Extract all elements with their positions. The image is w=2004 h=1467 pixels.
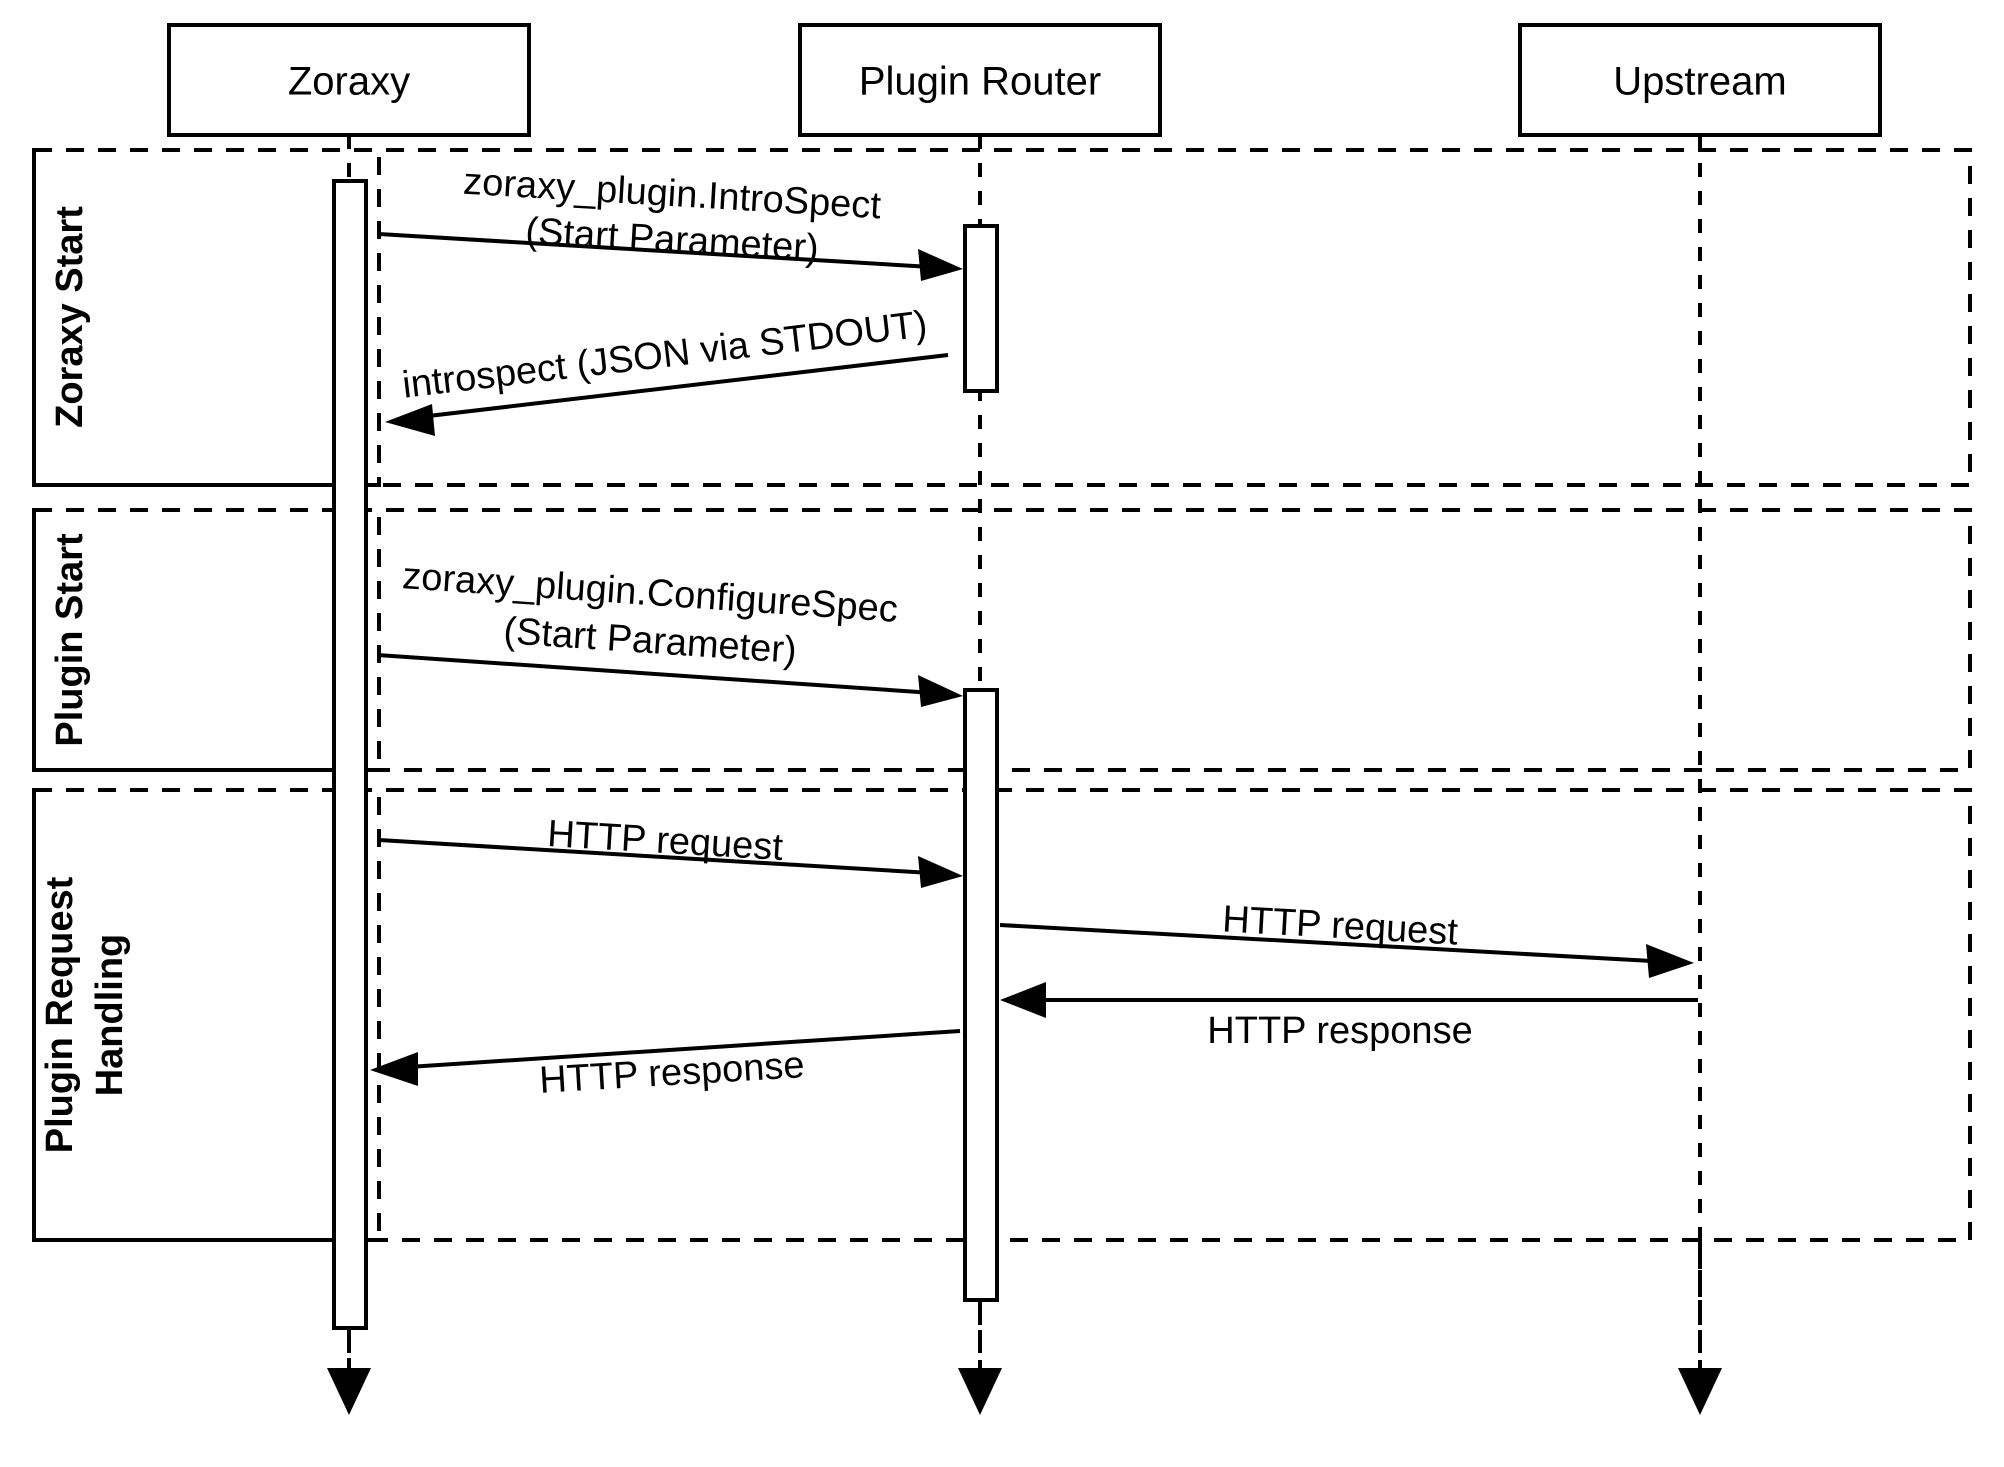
- fragment-zoraxy-start-label-cell: [32, 148, 381, 487]
- message-label-http-response-from-upstream: HTTP response: [1207, 1010, 1472, 1052]
- participant-box-plugin-router[interactable]: [798, 23, 1162, 137]
- arrowhead-left-http-response-from-upstream: [1000, 982, 1046, 1018]
- participant-boxes-group: Zoraxy Plugin Router Upstream: [167, 23, 1882, 137]
- participant-zoraxy[interactable]: Zoraxy: [167, 23, 531, 137]
- lifeline-terminators-group: [327, 1240, 1722, 1415]
- message-http-request-to-upstream[interactable]: HTTP request: [999, 898, 1694, 978]
- arrowhead-right-introspect-request: [918, 249, 963, 281]
- activation-bar-plugin-router-serving: [963, 688, 999, 1302]
- participant-box-zoraxy[interactable]: [167, 23, 531, 137]
- arrowhead-left-http-response-to-zoraxy: [370, 1052, 418, 1086]
- fragment-zoraxy-start: [32, 148, 1972, 487]
- arrowhead-right-configurespec-request: [918, 675, 963, 707]
- fragment-label-plugin-request-handling-line2: Handling: [89, 934, 131, 1097]
- fragments-group: Zoraxy Start Plugin Start Plugin Request…: [32, 148, 1972, 1242]
- arrowhead-left-introspect-response: [385, 404, 435, 436]
- fragment-label-plugin-start: Plugin Start: [49, 533, 91, 747]
- message-line-introspect-request: [377, 232, 949, 270]
- message-configurespec-request[interactable]: zoraxy_plugin.ConfigureSpec (Start Param…: [377, 555, 963, 707]
- message-line-http-request-to-upstream: [999, 923, 1671, 964]
- terminator-arrowhead-plugin-router: [958, 1368, 1002, 1415]
- participant-plugin-router[interactable]: Plugin Router: [798, 23, 1162, 137]
- fragment-label-zoraxy-start: Zoraxy Start: [49, 206, 91, 428]
- lifelines-group: [347, 135, 1702, 1360]
- message-line-http-response-to-zoraxy: [392, 1029, 961, 1070]
- message-line-introspect-response: [402, 353, 949, 421]
- message-label-introspect-request-line1: zoraxy_plugin.IntroSpect: [462, 161, 882, 228]
- fragment-label-plugin-request-handling-line1: Plugin Request: [39, 876, 81, 1153]
- fragment-plugin-request-handling-label-cell: [32, 788, 381, 1242]
- fragment-plugin-request-handling: [32, 788, 1972, 1242]
- arrowhead-right-http-request-to-plugin: [918, 856, 963, 888]
- message-introspect-response[interactable]: introspect (JSON via STDOUT): [385, 303, 949, 436]
- message-line-http-request-to-plugin: [377, 838, 949, 876]
- participant-label-zoraxy: Zoraxy: [288, 60, 410, 104]
- message-line-configurespec-request: [377, 653, 949, 696]
- message-http-request-to-plugin[interactable]: HTTP request: [377, 813, 963, 888]
- message-http-response-from-upstream[interactable]: HTTP response: [1000, 982, 1698, 1052]
- terminator-arrowhead-zoraxy: [327, 1368, 371, 1415]
- message-label-http-request-to-upstream: HTTP request: [1221, 898, 1459, 953]
- activation-bars-group: [332, 179, 999, 1330]
- message-introspect-request[interactable]: zoraxy_plugin.IntroSpect (Start Paramete…: [377, 161, 963, 281]
- fragment-plugin-start: [32, 508, 1972, 772]
- participant-label-plugin-router: Plugin Router: [859, 60, 1101, 104]
- message-http-response-to-zoraxy[interactable]: HTTP response: [370, 1029, 961, 1102]
- terminator-arrowhead-upstream: [1678, 1368, 1722, 1415]
- participant-box-upstream[interactable]: [1518, 23, 1882, 137]
- message-label-http-response-to-zoraxy: HTTP response: [538, 1044, 805, 1102]
- arrowhead-right-http-request-to-upstream: [1646, 944, 1694, 978]
- message-label-http-request-to-plugin: HTTP request: [546, 813, 784, 869]
- participant-upstream[interactable]: Upstream: [1518, 23, 1882, 137]
- fragment-plugin-start-label-cell: [32, 508, 381, 772]
- message-label-introspect-response: introspect (JSON via STDOUT): [400, 303, 929, 406]
- participant-label-upstream: Upstream: [1613, 60, 1786, 104]
- activation-bar-zoraxy: [332, 179, 368, 1330]
- activation-bar-plugin-router-introspect: [963, 224, 999, 393]
